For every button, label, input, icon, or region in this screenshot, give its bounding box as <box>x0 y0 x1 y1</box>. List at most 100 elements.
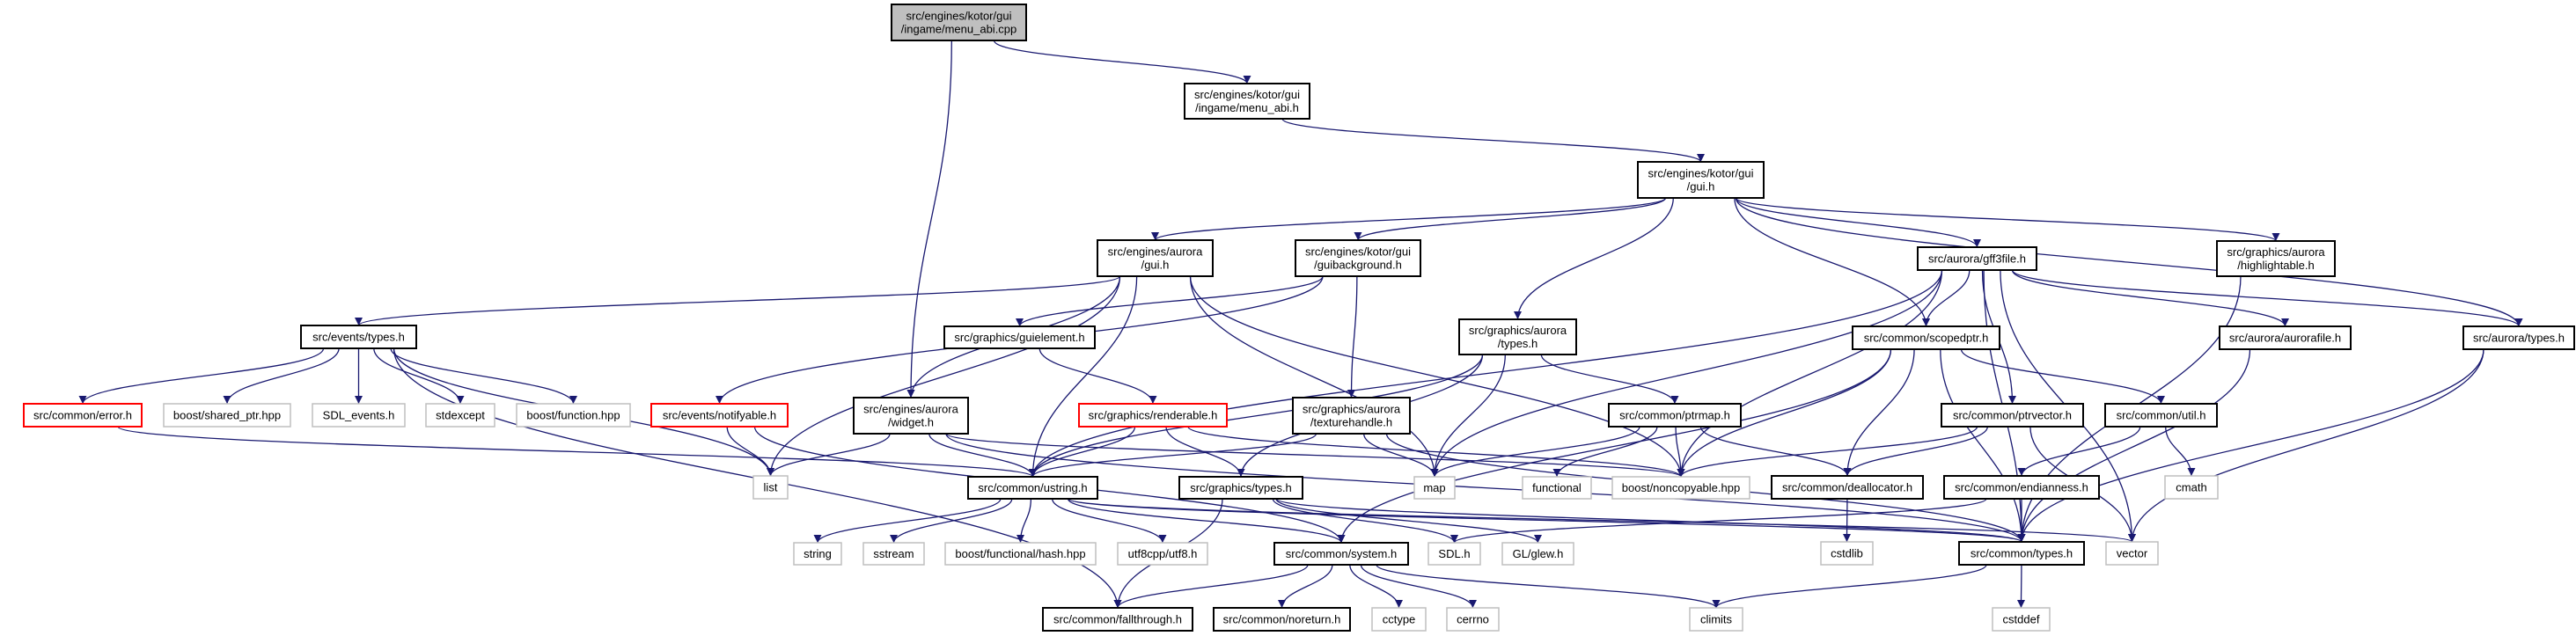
edge-scopedptr_h-to-deallocator_h <box>1843 348 1915 477</box>
edge-aurora_gui_h-to-events_types_h <box>355 275 1121 326</box>
node-cstdlib: cstdlib <box>1820 541 1874 566</box>
node-label: boost/function.hpp <box>526 409 620 422</box>
node-gfx_types_h[interactable]: src/graphics/types.h <box>1178 476 1303 500</box>
node-box <box>1608 403 1742 428</box>
node-box <box>1771 475 1924 500</box>
node-aurora_types_h[interactable]: src/aurora/types.h <box>2462 325 2575 350</box>
edge-texturehandle_h-to-ustring_h <box>1029 433 1317 478</box>
node-kotor_gui_h[interactable]: src/engines/kotor/gui/gui.h <box>1637 161 1765 199</box>
edge-system_h-to-fallthrough_h <box>1113 564 1309 609</box>
node-box <box>1943 475 2100 500</box>
node-gff3file_h[interactable]: src/aurora/gff3file.h <box>1917 246 2037 271</box>
node-util_h[interactable]: src/common/util.h <box>2104 403 2218 428</box>
node-menu_abi_h[interactable]: src/engines/kotor/gui/ingame/menu_abi.h <box>1184 83 1310 120</box>
node-box <box>300 325 417 349</box>
node-label: vector <box>2117 547 2148 560</box>
edge-events_types_h-to-function_hpp <box>390 347 577 405</box>
edge-aurora_gui_h-to-map <box>1189 275 1439 478</box>
node-label: src/common/deallocator.h <box>1782 481 1912 494</box>
node-label: boost/noncopyable.hpp <box>1622 481 1740 494</box>
edge-menu_abi_h-to-kotor_gui_h <box>1281 118 1705 163</box>
node-box <box>1611 476 1750 500</box>
node-label: src/engines/kotor/gui <box>906 10 1012 23</box>
node-label: src/graphics/aurora <box>1303 403 1401 416</box>
node-error_h[interactable]: src/common/error.h <box>23 403 143 428</box>
node-label: /texturehandle.h <box>1310 416 1392 429</box>
node-label: /gui.h <box>1687 180 1715 194</box>
edge-common_types_h-to-climits <box>1712 564 1987 609</box>
node-functional: functional <box>1522 476 1592 500</box>
edge-util_h-to-endianness_h <box>2017 426 2141 477</box>
node-fallthrough_h[interactable]: src/common/fallthrough.h <box>1042 607 1193 632</box>
edge-menu_abi_cpp-to-widget_h <box>906 40 952 398</box>
node-box <box>2462 325 2575 350</box>
node-vector: vector <box>2105 541 2159 566</box>
edge-scopedptr_h-to-system_h <box>1337 348 1892 544</box>
node-widget_h[interactable]: src/engines/aurora/widget.h <box>853 397 969 435</box>
node-label: src/aurora/gff3file.h <box>1928 252 2026 266</box>
node-deallocator_h[interactable]: src/common/deallocator.h <box>1771 475 1924 500</box>
node-box <box>943 325 1096 349</box>
node-ptrvector_h[interactable]: src/common/ptrvector.h <box>1941 403 2084 428</box>
node-endianness_h[interactable]: src/common/endianness.h <box>1943 475 2100 500</box>
node-guielement_h[interactable]: src/graphics/guielement.h <box>943 325 1096 349</box>
node-label: cmath <box>2176 481 2206 494</box>
edge-gff3file_h-to-aurora_types_h <box>2011 269 2523 327</box>
node-aurora_gui_h[interactable]: src/engines/aurora/gui.h <box>1097 239 1214 277</box>
node-box <box>1427 542 1481 566</box>
edge-system_h-to-noreturn_h <box>1278 564 1333 609</box>
node-stdexcept: stdexcept <box>425 403 495 428</box>
node-aurorafile_h[interactable]: src/aurora/aurorafile.h <box>2219 325 2352 350</box>
node-guibackground_h[interactable]: src/engines/kotor/gui/guibackground.h <box>1295 239 1421 277</box>
node-label: /widget.h <box>888 416 934 429</box>
node-events_types_h[interactable]: src/events/types.h <box>300 325 417 349</box>
node-renderable_h[interactable]: src/graphics/renderable.h <box>1078 403 1228 428</box>
edge-gfx_aurora_types_h-to-ptrmap_h <box>1540 354 1679 405</box>
node-noreturn_h[interactable]: src/common/noreturn.h <box>1213 607 1351 632</box>
node-box <box>862 542 925 566</box>
node-sdl_h: SDL.h <box>1427 542 1481 566</box>
edge-gff3file_h-to-scopedptr_h <box>1922 269 1971 327</box>
node-system_h[interactable]: src/common/system.h <box>1273 542 1409 566</box>
edge-aurora_types_h-to-vector <box>2128 348 2484 543</box>
node-cstddef: cstddef <box>1992 607 2051 632</box>
nodes: src/engines/kotor/gui/ingame/menu_abi.cp… <box>23 4 2575 632</box>
node-box <box>1213 607 1351 632</box>
node-ptrmap_h[interactable]: src/common/ptrmap.h <box>1608 403 1742 428</box>
edge-guibackground_h-to-texturehandle_h <box>1347 275 1358 398</box>
node-box <box>1295 239 1421 277</box>
edge-events_types_h-to-shared_ptr_hpp <box>223 347 340 405</box>
node-label: src/aurora/types.h <box>2473 332 2565 345</box>
node-list: list <box>752 475 789 500</box>
edge-ptrmap_h-to-map <box>1430 426 1640 478</box>
edge-system_h-to-cerrno <box>1360 564 1477 609</box>
edge-gfx_aurora_types_h-to-map <box>1430 354 1506 478</box>
node-gfx_aurora_types_h[interactable]: src/graphics/aurora/types.h <box>1458 318 1577 355</box>
node-label: src/events/notifyable.h <box>663 409 776 422</box>
node-menu_abi_cpp[interactable]: src/engines/kotor/gui/ingame/menu_abi.cp… <box>891 4 1027 41</box>
edge-notifyable_h-to-list <box>726 426 774 477</box>
node-box <box>1958 541 2085 566</box>
edge-ptrvector_h-to-deallocator_h <box>1843 426 1989 477</box>
edge-scopedptr_h-to-common_types_h <box>1940 348 2026 543</box>
node-box <box>23 403 143 428</box>
node-common_types_h[interactable]: src/common/types.h <box>1958 541 2085 566</box>
node-label: src/events/types.h <box>312 331 405 344</box>
node-label: /guibackground.h <box>1314 259 1402 272</box>
node-highlightable_h[interactable]: src/graphics/aurora/highlightable.h <box>2216 240 2336 277</box>
node-label: src/common/types.h <box>1971 547 2073 560</box>
node-label: string <box>804 547 832 560</box>
node-box <box>425 403 495 428</box>
node-scopedptr_h[interactable]: src/common/scopedptr.h <box>1852 325 2000 350</box>
node-label: sstream <box>873 547 914 560</box>
edge-system_h-to-cctype <box>1349 564 1403 609</box>
node-ustring_h[interactable]: src/common/ustring.h <box>967 476 1098 500</box>
edge-endianness_h-to-sdl_h <box>1450 498 1987 544</box>
node-label: src/aurora/aurorafile.h <box>2229 332 2341 345</box>
node-box <box>1992 607 2051 632</box>
node-notifyable_h[interactable]: src/events/notifyable.h <box>650 403 789 428</box>
node-box <box>2105 541 2159 566</box>
node-label: src/common/noreturn.h <box>1223 613 1341 626</box>
node-box <box>1637 161 1765 199</box>
node-texturehandle_h[interactable]: src/graphics/aurora/texturehandle.h <box>1292 397 1411 435</box>
